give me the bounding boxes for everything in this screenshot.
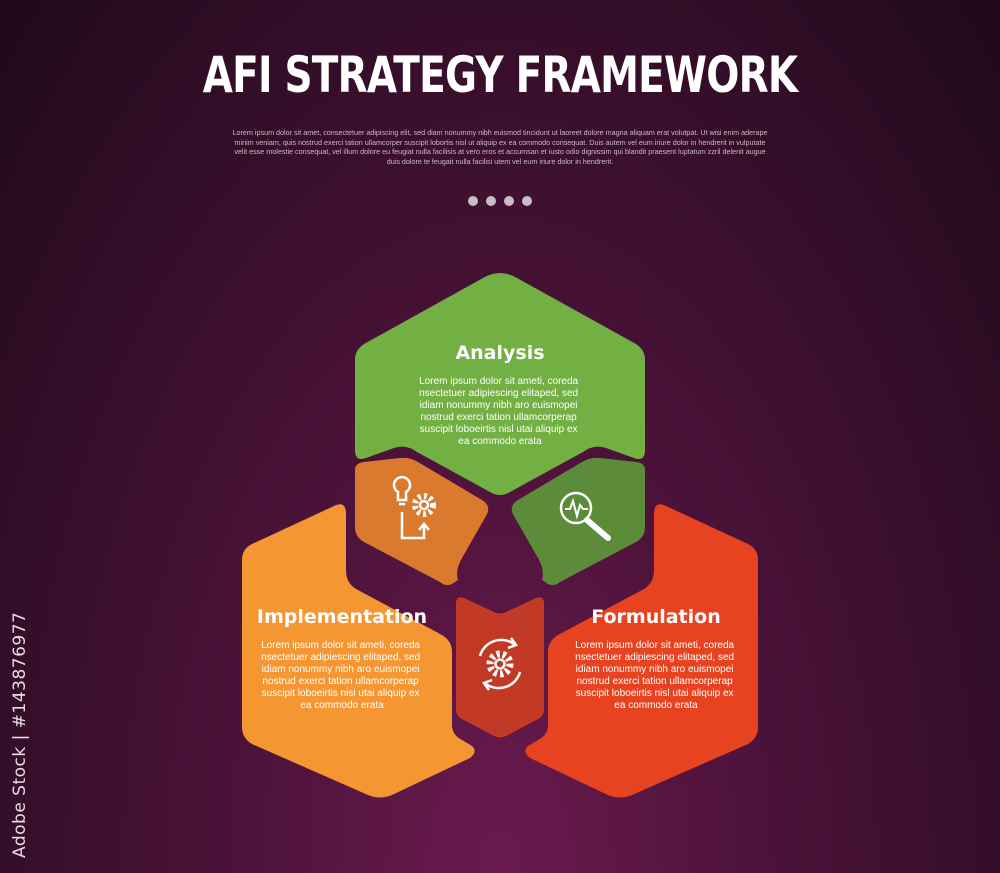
gear-refresh-icon (478, 637, 522, 691)
idea-gear-cycle-piece (355, 457, 489, 586)
pagination-dot (504, 196, 514, 206)
description-line: idiam nonummy nibh aro euismopei (420, 400, 578, 411)
side-watermark: Adobe Stock | #143876977 (10, 611, 30, 858)
page-subtitle: Lorem ipsum dolor sit amet, consectetuer… (218, 128, 782, 166)
description-line: idiam nonummy nibh aro euismopei (262, 664, 420, 675)
magnifier-pulse-icon (559, 491, 611, 541)
pagination-dot (468, 196, 478, 206)
pagination-dot (486, 196, 496, 206)
analysis-card: Analysis Lorem ipsum dolor sit ameti, co… (355, 273, 645, 495)
description-line: Lorem ipsum dolor sit ameti, coreda (575, 640, 734, 651)
analysis-description: Lorem ipsum dolor sit ameti, coreda nsec… (419, 376, 581, 447)
subtitle-line: velit esse molestie consequat, vel illum… (234, 147, 766, 156)
description-line: nsectetuer adipiescing elitaped, sed (575, 652, 734, 663)
idea-gear-cycle-tile (355, 457, 489, 586)
description-line: suscipit loboeirtis nisl utai aliquip ex (420, 424, 578, 435)
page-title: AFI STRATEGY FRAMEWORK (202, 46, 798, 104)
analysis-title: Analysis (455, 342, 544, 364)
description-line: nsectetuer adipiescing elitaped, sed (419, 388, 578, 399)
description-line: ea commodo erata (300, 700, 384, 711)
formulation-card: Formulation Lorem ipsum dolor sit ameti,… (525, 504, 758, 798)
description-line: ea commodo erata (458, 436, 542, 447)
pagination-dots (0, 196, 1000, 206)
implementation-card: Implementation Lorem ipsum dolor sit ame… (242, 504, 475, 798)
implementation-hexagon (242, 504, 475, 798)
description-line: Lorem ipsum dolor sit ameti, coreda (419, 376, 578, 387)
pagination-dot (522, 196, 532, 206)
magnifier-pulse-tile (511, 457, 645, 586)
magnifier-pulse-piece (511, 457, 645, 586)
subtitle-line: duis dolore te feugait nulla facilisi ut… (386, 156, 614, 166)
description-line: ea commodo erata (614, 700, 698, 711)
formulation-hexagon (525, 504, 758, 798)
formulation-title: Formulation (591, 606, 720, 628)
description-line: idiam nonummy nibh aro euismopei (576, 664, 734, 675)
formulation-description: Lorem ipsum dolor sit ameti, coreda nsec… (575, 640, 737, 711)
implementation-description: Lorem ipsum dolor sit ameti, coreda nsec… (261, 640, 423, 711)
implementation-title: Implementation (257, 606, 427, 628)
description-line: nsectetuer adipiescing elitaped, sed (261, 652, 420, 663)
description-line: nostrud exerci tation ullamcorperap (263, 676, 420, 687)
idea-gear-cycle-icon (392, 475, 436, 540)
description-line: nostrud exerci tation ullamcorperap (421, 412, 578, 423)
description-line: nostrud exerci tation ullamcorperap (577, 676, 734, 687)
description-line: suscipit loboeirtis nisl utai aliquip ex (262, 688, 420, 699)
gear-refresh-piece (456, 597, 544, 738)
description-line: suscipit loboeirtis nisl utai aliquip ex (576, 688, 734, 699)
analysis-hexagon (355, 273, 645, 495)
description-line: Lorem ipsum dolor sit ameti, coreda (261, 640, 420, 651)
subtitle-line: Lorem ipsum dolor sit amet, consectetuer… (232, 128, 768, 137)
subtitle-line: minim veniam, quis nostrud exerci tation… (234, 137, 766, 147)
